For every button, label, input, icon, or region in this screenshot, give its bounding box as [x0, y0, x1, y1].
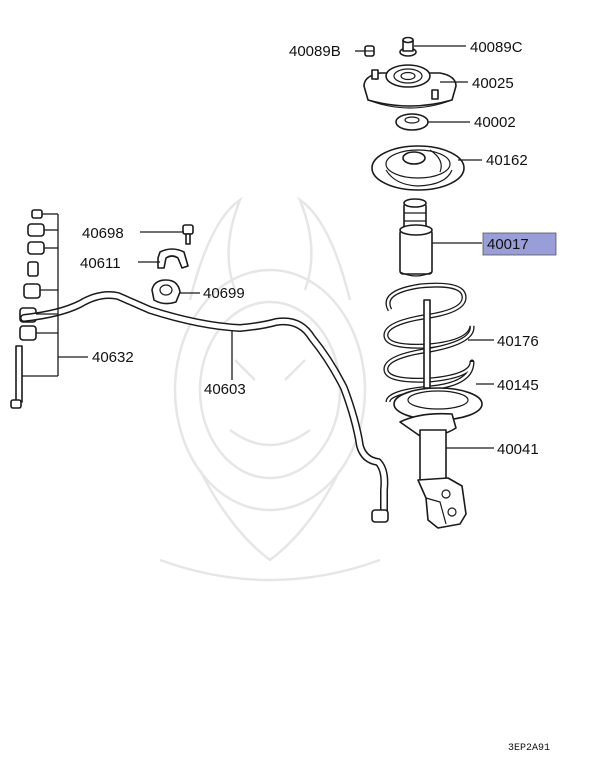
label-40603[interactable]: 40603 [204, 381, 246, 398]
diagram-code: 3EP2A91 [508, 743, 550, 754]
part-40176-coil-spring [383, 282, 475, 403]
label-40176[interactable]: 40176 [497, 333, 539, 350]
label-40145[interactable]: 40145 [497, 377, 539, 394]
part-40632-link-kit [10, 209, 45, 409]
part-40041-strut [399, 412, 467, 529]
part-40017-dust-boot [399, 198, 433, 277]
watermark [159, 196, 381, 582]
leader-lines [22, 45, 494, 449]
highlight-40017 [482, 232, 557, 256]
part-40089C-flange-nut [399, 36, 417, 57]
part-40145-spring-pad [393, 387, 483, 421]
label-40698[interactable]: 40698 [82, 225, 124, 242]
label-40632[interactable]: 40632 [92, 349, 134, 366]
part-40603-stabilizer-bar [20, 291, 389, 523]
part-40089B-nut [364, 45, 375, 57]
part-40611-bracket [157, 248, 189, 269]
label-40089B[interactable]: 40089B [289, 43, 341, 60]
part-labels: 40089B 40089C 40025 40002 40162 40017 40… [80, 39, 557, 754]
label-40017[interactable]: 40017 [487, 236, 529, 253]
label-40002[interactable]: 40002 [474, 114, 516, 131]
part-40002-bearing [395, 113, 429, 131]
part-40162-spring-seat [371, 145, 465, 191]
part-40698-bolt [182, 224, 194, 245]
label-40162[interactable]: 40162 [486, 152, 528, 169]
label-40089C[interactable]: 40089C [470, 39, 523, 56]
label-40611[interactable]: 40611 [80, 255, 121, 272]
label-40041[interactable]: 40041 [497, 441, 539, 458]
label-40699[interactable]: 40699 [203, 285, 245, 302]
part-40025-strut-mount [363, 64, 457, 109]
part-40699-bushing [151, 279, 181, 305]
label-40025[interactable]: 40025 [472, 75, 514, 92]
